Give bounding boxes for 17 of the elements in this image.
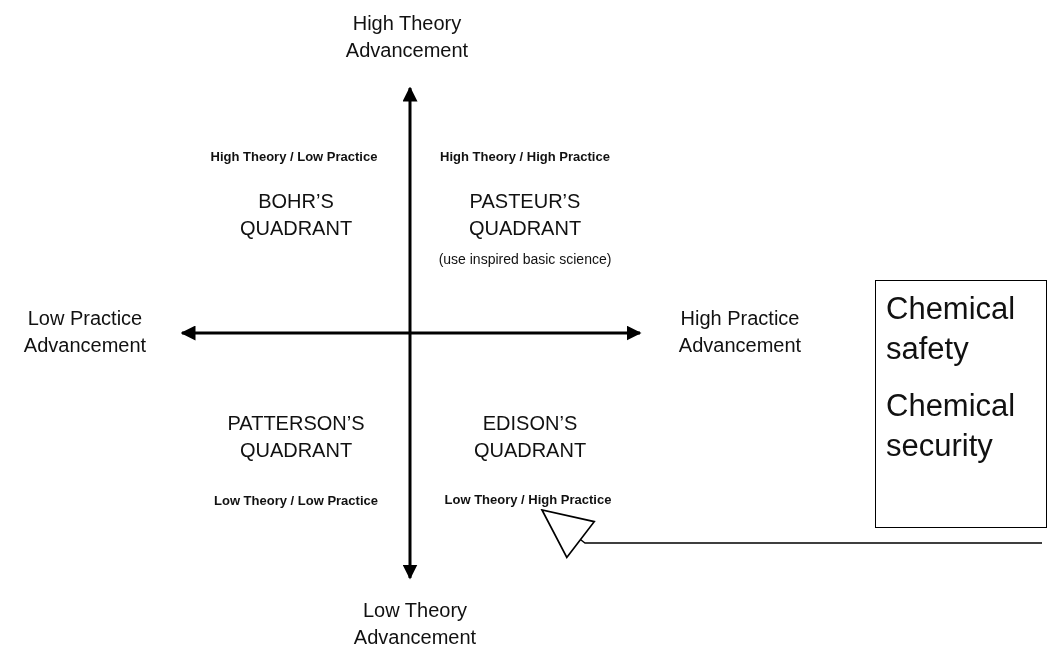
axis-label: High Theory Advancement	[344, 11, 470, 63]
box-text: Chemical safety	[886, 290, 1017, 369]
axis-label: Low Theory Advancement	[352, 598, 478, 649]
axis-label: PATTERSON’S QUADRANT	[226, 411, 366, 463]
box-text: Chemical security	[886, 386, 1017, 465]
text-box	[875, 280, 1047, 528]
axis-label: Low Practice Advancement	[22, 306, 148, 358]
axis-label: High Practice Advancement	[677, 306, 803, 358]
axis-label: EDISON’S QUADRANT	[472, 411, 588, 463]
quadrant-subtitle: Low Theory / High Practice	[432, 491, 624, 509]
quadrant-subtitle: High Theory / Low Practice	[209, 148, 379, 166]
quadrant-note: (use inspired basic science)	[437, 250, 613, 269]
leader-arrow	[541, 509, 1043, 559]
quadrant-subtitle: Low Theory / Low Practice	[213, 492, 379, 510]
axis-label: BOHR’S QUADRANT	[238, 189, 354, 241]
axis-label: PASTEUR’S QUADRANT	[467, 189, 583, 241]
quadrant-subtitle: High Theory / High Practice	[439, 148, 611, 166]
